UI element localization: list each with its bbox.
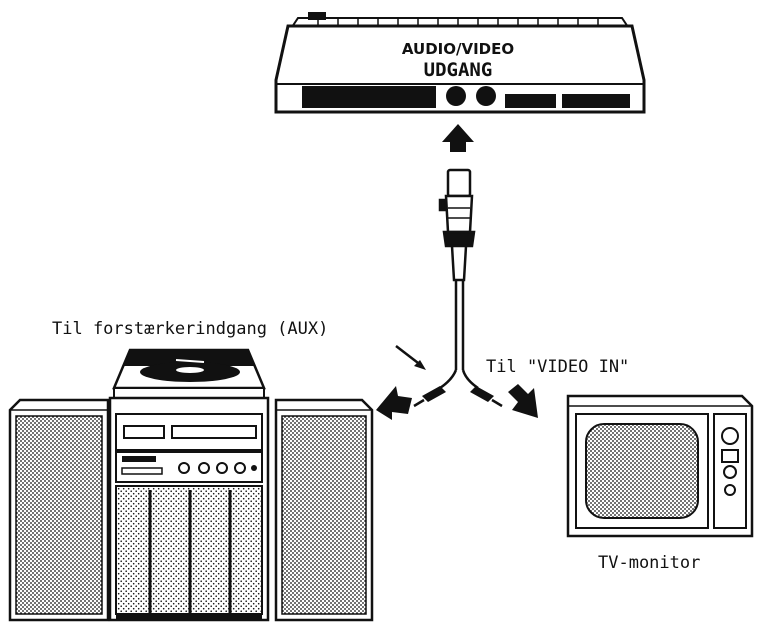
computer-label-line1: AUDIO/VIDEO [402,40,514,58]
tv-monitor [566,394,754,538]
computer-unit: AUDIO/VIDEO UDGANG [274,12,646,114]
rca-plug-audio [413,386,446,408]
rca-plug-video [470,386,503,408]
left-arrow-icon [376,386,412,420]
user-port [562,94,630,108]
up-arrow-icon [442,124,474,152]
computer-label-line2: UDGANG [424,59,493,81]
label-tv-monitor: TV-monitor [598,553,700,573]
label-amplifier-input: Til forstærkerindgang (AUX) [52,319,328,339]
tv-screen [585,423,699,519]
label-video-input: Til "VIDEO IN" [486,357,629,377]
expansion-port [302,86,436,108]
left-speaker [8,398,110,622]
serial-port [505,94,556,108]
turntable [112,348,266,399]
stereo-system [8,348,374,622]
din-plug [438,168,476,282]
right-speaker [274,398,374,622]
label-pointer-aux [395,345,426,370]
av-socket-left [446,86,466,106]
stereo-cabinet [108,396,270,622]
av-socket-right [476,86,496,106]
right-arrow-icon [508,384,538,418]
av-cable [439,280,479,390]
